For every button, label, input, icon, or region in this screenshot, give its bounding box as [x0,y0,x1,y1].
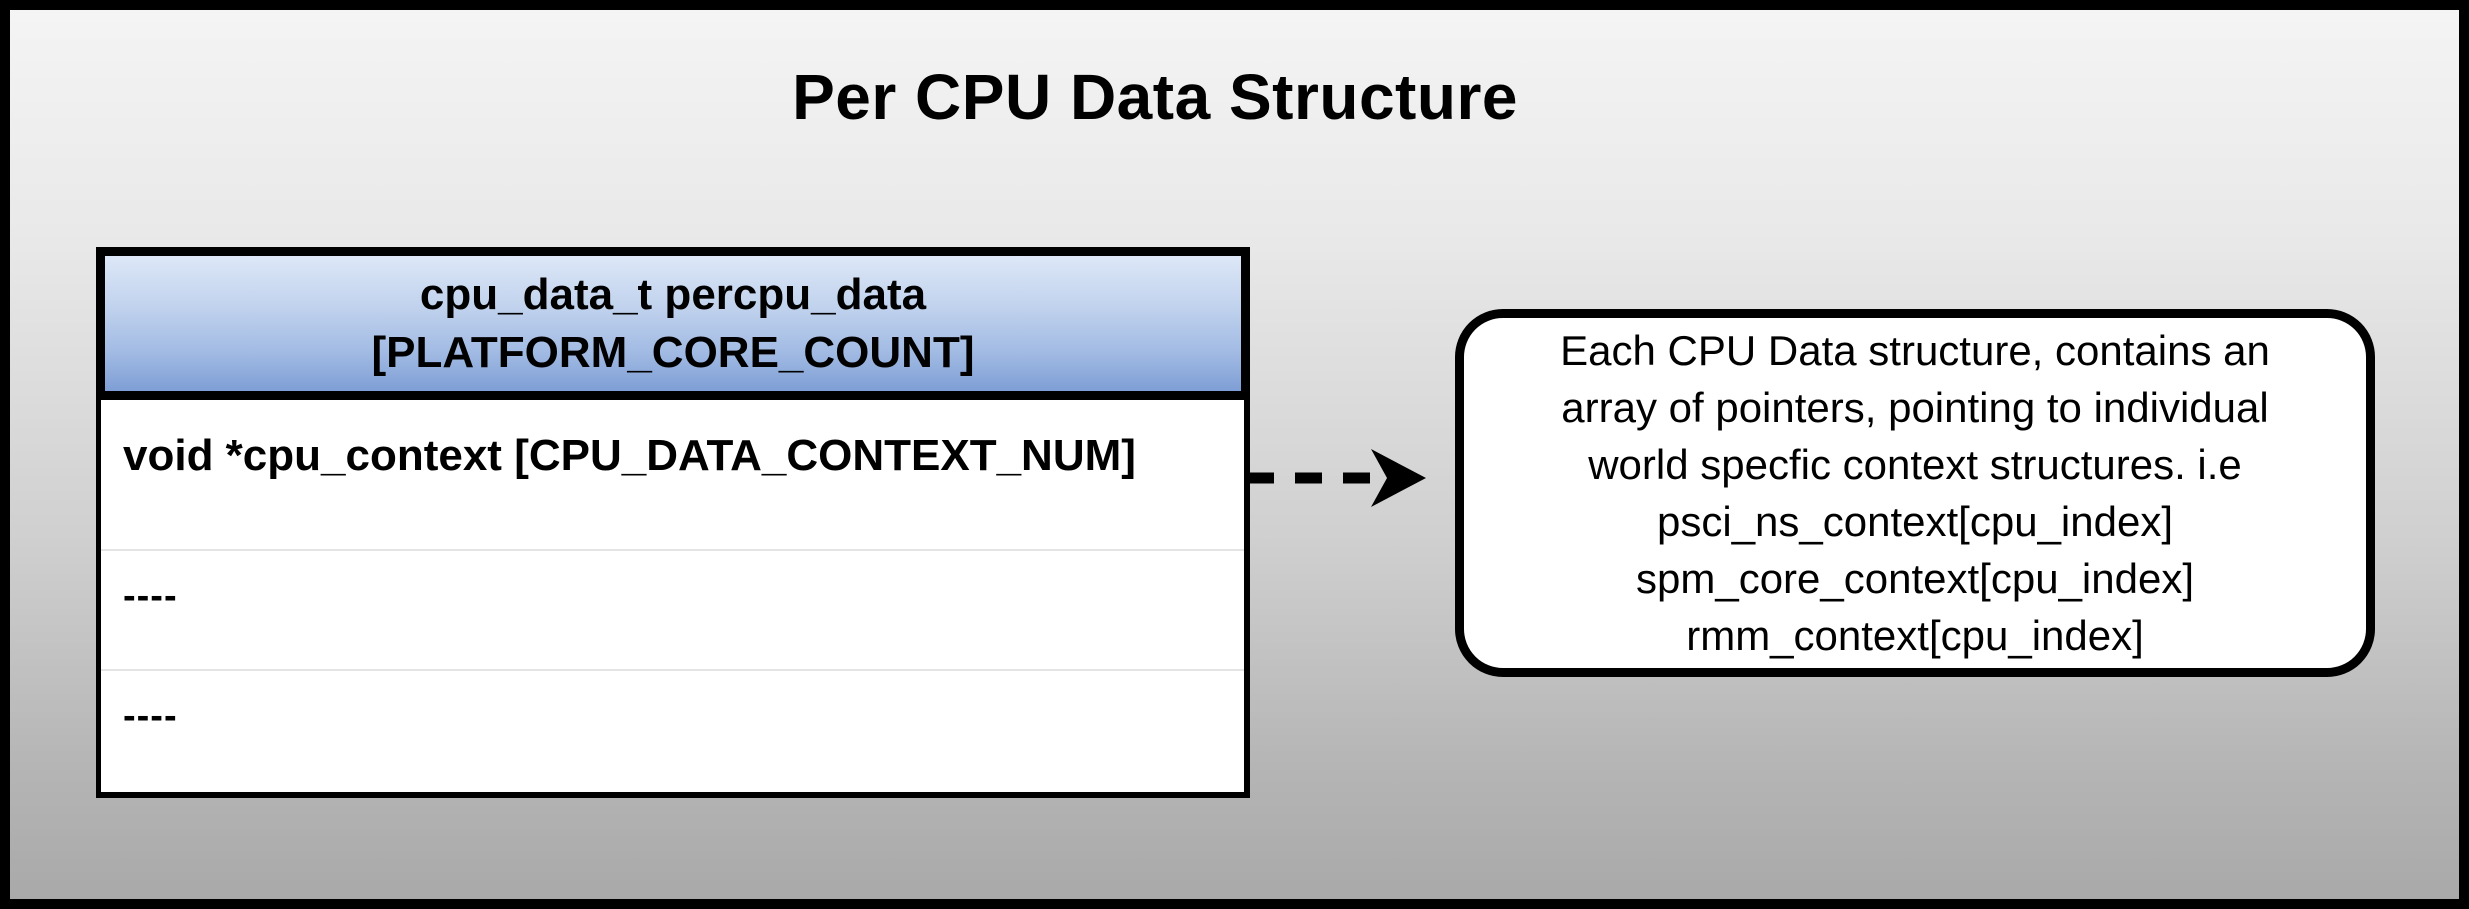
annotation-note: Each CPU Data structure, contains an arr… [1455,309,2375,677]
note-line: spm_core_context[cpu_index] [1636,555,2194,602]
table-row: ---- [123,695,178,737]
note-line: psci_ns_context[cpu_index] [1657,498,2173,545]
table-row: ---- [101,551,1244,671]
page-title: Per CPU Data Structure [792,61,1518,133]
dashed-right-arrow-icon [1247,449,1426,507]
cpu-data-struct-header: cpu_data_t percpu_data [PLATFORM_CORE_CO… [96,247,1250,400]
struct-header-line1: cpu_data_t percpu_data [419,269,927,319]
note-line: Each CPU Data structure, contains an [1560,327,2270,374]
note-line: array of pointers, pointing to individua… [1561,384,2269,431]
note-line: rmm_context[cpu_index] [1686,612,2144,659]
note-line: world specfic context structures. i.e [1588,441,2242,488]
cpu-data-struct-body: void *cpu_context [CPU_DATA_CONTEXT_NUM]… [96,400,1250,798]
table-row: void *cpu_context [CPU_DATA_CONTEXT_NUM] [101,400,1244,551]
struct-header-line2: [PLATFORM_CORE_COUNT] [371,327,975,377]
